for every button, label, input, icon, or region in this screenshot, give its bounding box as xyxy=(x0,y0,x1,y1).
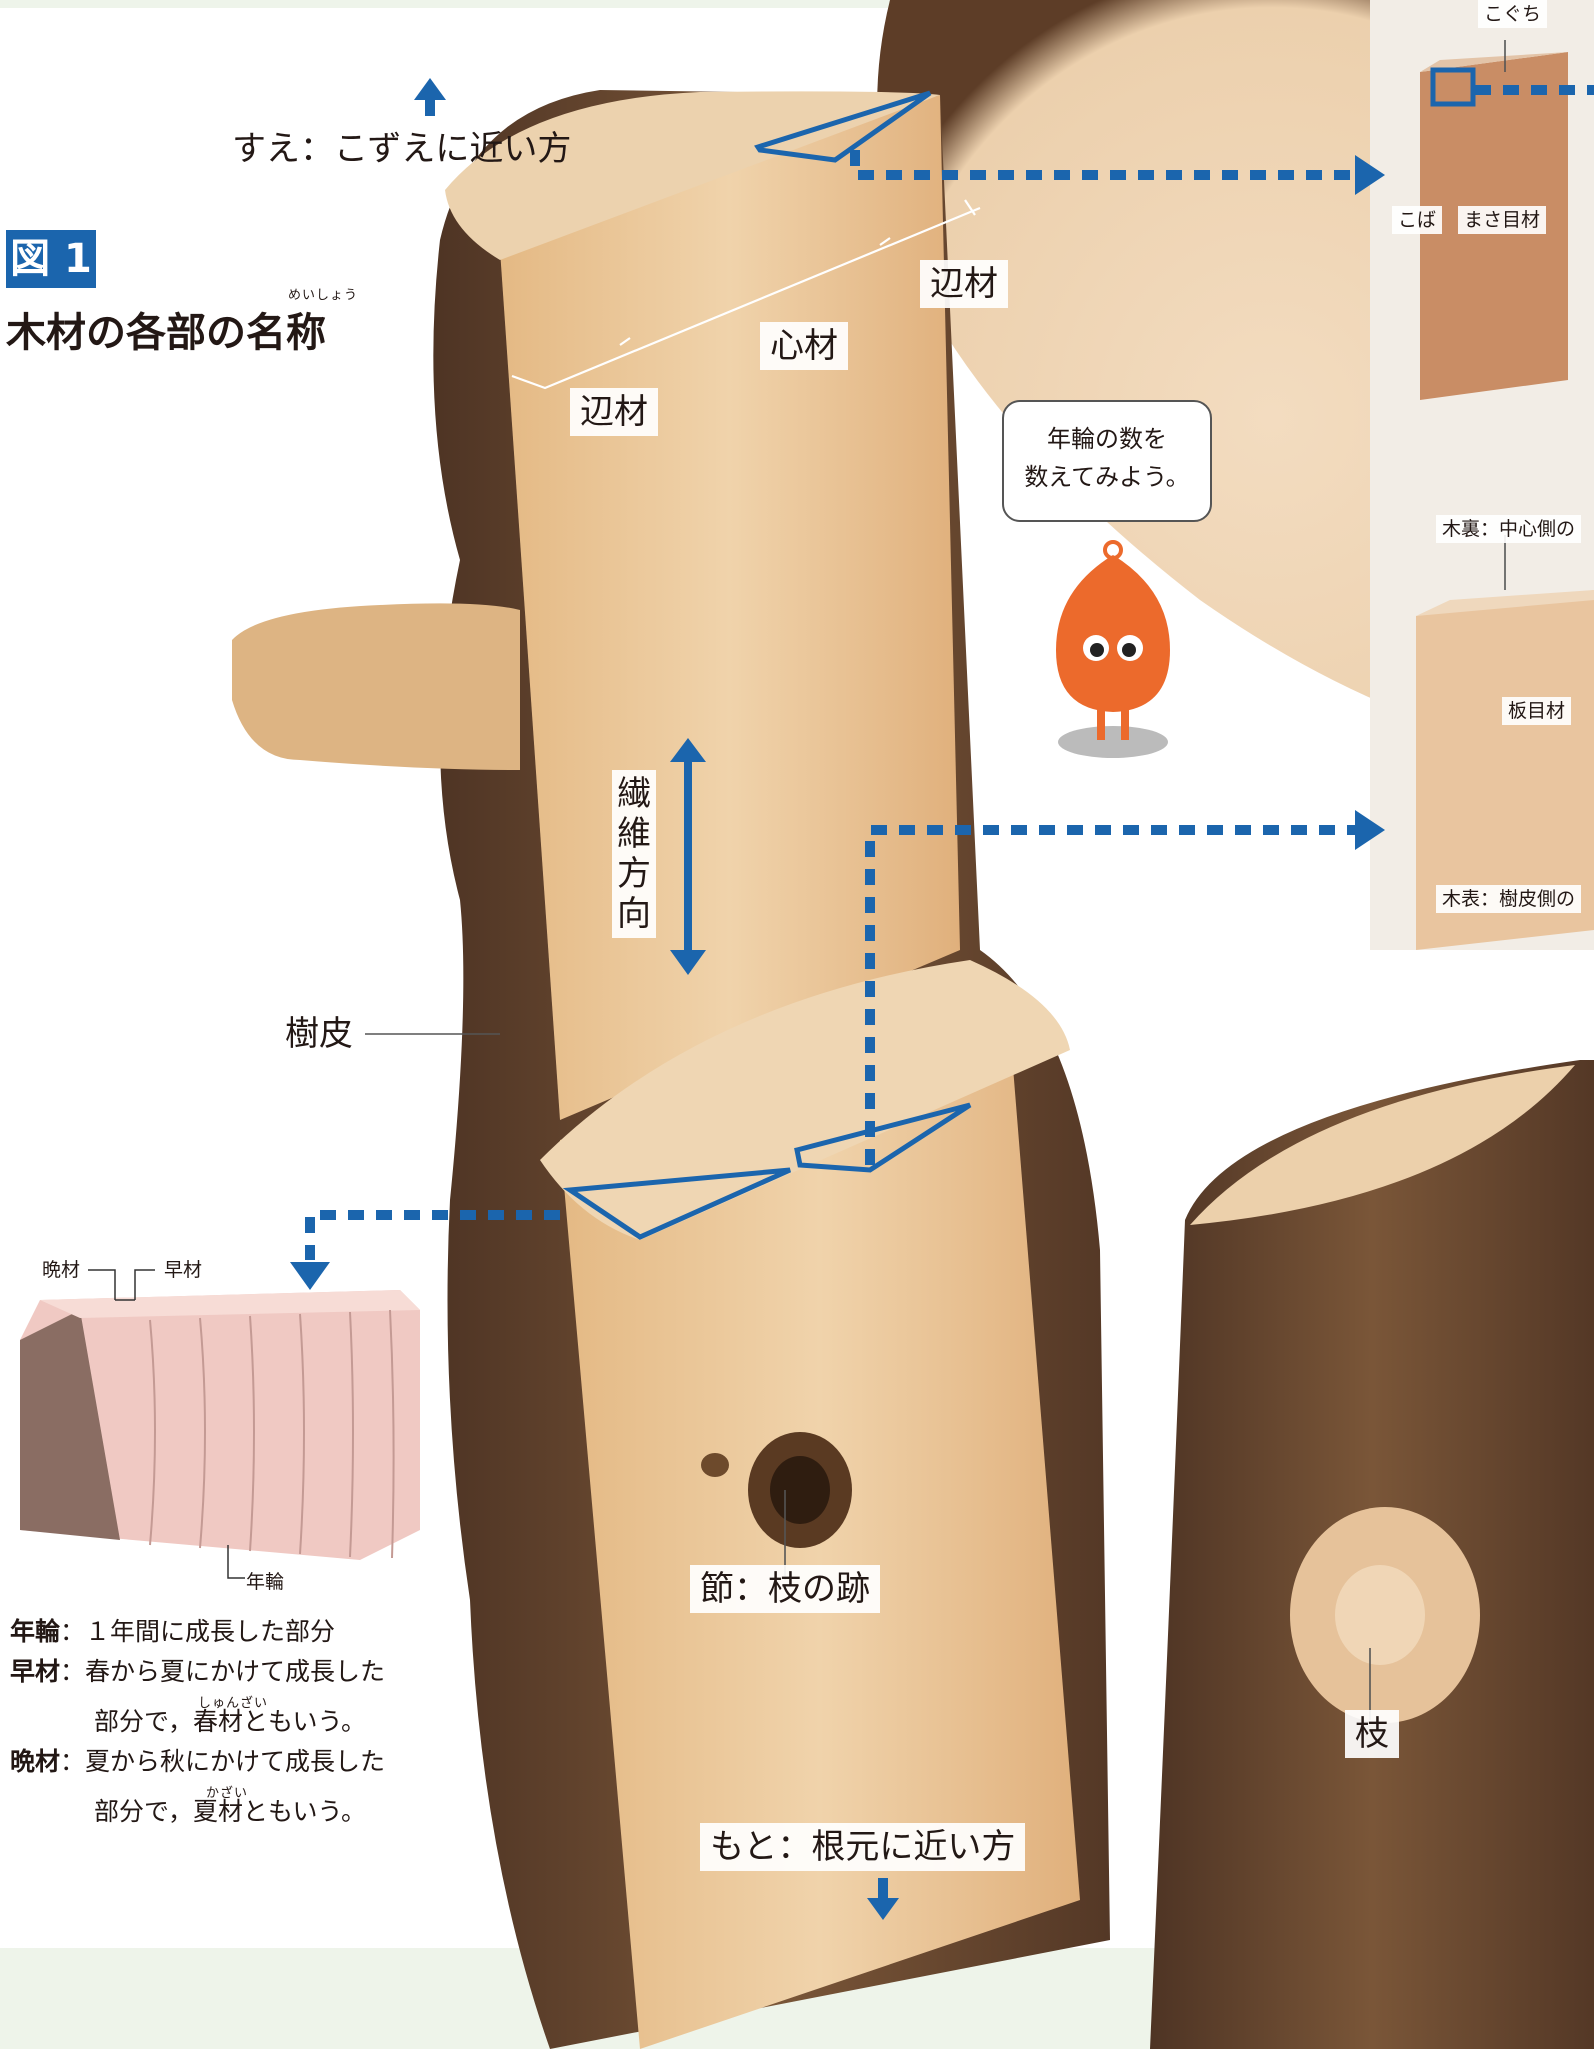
label-knot: 節：枝の跡 xyxy=(690,1565,880,1613)
legend-bankaizai: 晩材：夏から秋にかけて成長した xyxy=(10,1742,385,1782)
figure-title: 木材の各部の名称 xyxy=(6,310,326,356)
label-fiber-direction: 繊維方向 xyxy=(612,770,656,938)
top-band xyxy=(0,0,1020,8)
legend-term: 早材 xyxy=(10,1657,61,1686)
legend-bankaizai-line2: 部分で，夏材ともいう。 xyxy=(94,1797,367,1826)
title-ruby: めいしょう xyxy=(288,288,359,303)
label-masame: まさ目材 xyxy=(1458,206,1547,234)
label-itame: 板目材 xyxy=(1502,697,1572,725)
legend-nenrin: 年輪：１年間に成長した部分 xyxy=(10,1612,335,1652)
branch-stub xyxy=(232,603,520,770)
legend-term: 年輪 xyxy=(10,1617,61,1646)
label-henzai-right: 辺材 xyxy=(920,260,1008,308)
label-bankaizai: 晩材 xyxy=(42,1259,81,1281)
label-sozai: 早材 xyxy=(164,1259,203,1281)
legend-desc: ：春から夏にかけて成長した xyxy=(60,1657,386,1686)
label-bark: 樹皮 xyxy=(285,1014,353,1054)
upper-cut-face xyxy=(500,95,960,1120)
growth-block xyxy=(20,1290,420,1560)
label-motowa: もと：根元に近い方 xyxy=(700,1823,1026,1871)
bubble-line-2: 数えてみよう。 xyxy=(1024,463,1190,491)
mascot xyxy=(1056,555,1170,712)
legend-desc: ：夏から秋にかけて成長した xyxy=(60,1747,386,1776)
label-kiura: 木裏：中心側の xyxy=(1436,515,1582,543)
itame-board xyxy=(1416,590,1594,950)
figure-badge: 図 1 xyxy=(6,230,96,288)
label-nenrin: 年輪 xyxy=(246,1571,285,1593)
label-sue: すえ：こずえに近い方 xyxy=(232,129,572,169)
label-branch: 枝 xyxy=(1345,1710,1399,1758)
legend-term: 晩材 xyxy=(10,1747,61,1776)
label-henzai-left: 辺材 xyxy=(570,388,658,436)
label-shinzai: 心材 xyxy=(760,322,848,370)
label-koguchi: こぐち xyxy=(1478,0,1548,28)
legend-sozai: 早材：春から夏にかけて成長した xyxy=(10,1652,385,1692)
bubble-line-1: 年輪の数を xyxy=(1047,425,1167,453)
speech-bubble: 年輪の数を 数えてみよう。 xyxy=(1002,400,1212,522)
label-koba: こば xyxy=(1392,206,1443,234)
legend-ruby-kazai: かざい xyxy=(206,1786,249,1801)
label-kiomote: 木表：樹皮側の xyxy=(1436,885,1582,913)
legend-sozai-line2: 部分で，春材ともいう。 xyxy=(94,1707,367,1736)
legend-desc: ：１年間に成長した部分 xyxy=(60,1617,336,1646)
legend-ruby-shunzai: しゅんざい xyxy=(198,1696,269,1711)
